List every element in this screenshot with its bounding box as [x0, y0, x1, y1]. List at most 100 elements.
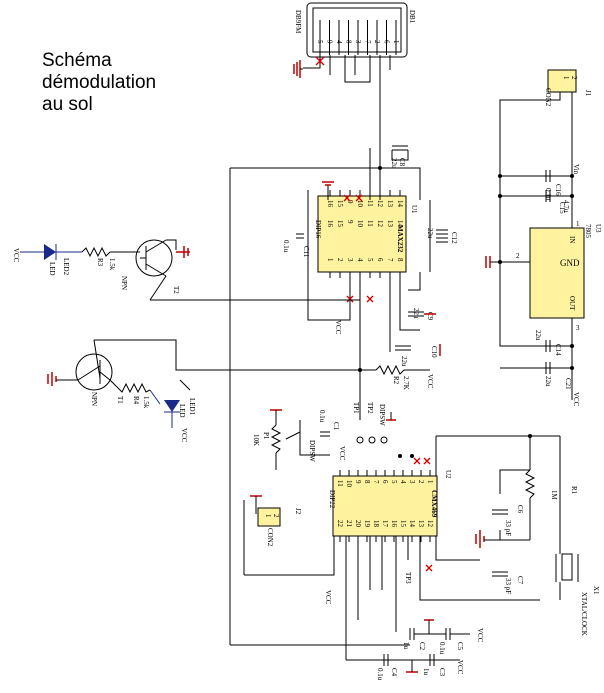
c4-ref: C4: [390, 668, 398, 677]
c5-vcc: VCC: [476, 628, 484, 643]
max232-part: MAX232: [396, 225, 404, 253]
c21-value: 22u: [544, 376, 552, 387]
cmx469-pin: 15: [399, 520, 407, 528]
led1-label: LED: [178, 404, 186, 418]
led2-vcc: VCC: [12, 248, 20, 263]
c6-value: 33 pF: [504, 520, 512, 536]
title-line-2: démodulation: [42, 72, 157, 93]
p1-value: 10K: [252, 434, 260, 446]
t2-type: NPN: [120, 276, 128, 290]
cmx469-pin: 11: [336, 480, 344, 487]
p1-ref: P1: [262, 432, 270, 440]
max232-pin: 6: [376, 258, 384, 262]
cmx469-ref: U2: [444, 470, 452, 479]
reg-out: OUT: [568, 296, 576, 311]
c16-ref: C16: [554, 184, 562, 196]
j2-ref: J2: [294, 508, 302, 515]
c10-value: 22u: [400, 356, 408, 367]
svg-text:1: 1: [576, 220, 580, 228]
resistor-r1: R1 1M: [524, 469, 578, 540]
max232-pin: 1: [326, 258, 334, 262]
db9-pin: 4: [335, 40, 343, 44]
ground-symbol: [293, 60, 303, 78]
c8-value: 22u: [390, 158, 398, 169]
c14-value: 22u: [534, 330, 542, 341]
c5-ref: C5: [456, 642, 464, 651]
c16-value: 4.7u: [562, 200, 570, 213]
cmx469-pin: 10: [345, 480, 353, 488]
r3-ref: R3: [96, 258, 104, 267]
capacitor-c5: C5 0.1u VCC: [430, 628, 484, 655]
c21-ref: C21: [564, 378, 572, 390]
reg-part: 7805: [584, 224, 592, 239]
cmx469-pin: 17: [381, 520, 389, 528]
cmx469-pin: 6: [381, 480, 389, 484]
db9-pin: 7: [364, 40, 372, 44]
vin-label: Vin: [572, 164, 580, 175]
db9-pin: 1: [392, 40, 400, 44]
c9-value: 22u: [412, 308, 420, 319]
cmx469-pin: 16: [390, 520, 398, 528]
max232-pin: 15: [336, 200, 344, 208]
schematic-title: Schéma démodulation au sol: [42, 50, 156, 116]
potentiometer-p1: P1 10K: [252, 409, 301, 470]
max232-vcc-label: VCC: [334, 320, 342, 335]
tp1-label: TP1: [352, 402, 360, 414]
db9-pin: 5: [316, 40, 324, 44]
c10-ref: C10: [430, 346, 438, 358]
led1-ref: LED1: [188, 398, 196, 416]
capacitor-c2: C2 1u: [402, 619, 434, 651]
capacitor-c12: C12 22u: [426, 228, 458, 244]
cmx469-pin: 4: [399, 480, 407, 484]
capacitor-c16: C16 4.7u: [545, 170, 570, 213]
max232-pin: 11: [366, 200, 374, 207]
max232-dip: DIP16: [314, 220, 322, 239]
db9-pin: 2: [373, 40, 381, 44]
cmx469-pin: 3: [408, 480, 416, 484]
reg-in: IN: [568, 236, 576, 243]
max232-row2-pin: 14: [396, 220, 404, 228]
t1-type: NPN: [90, 392, 98, 406]
resistor-r2: R2 2.7K VCC: [360, 364, 434, 390]
svg-text:2: 2: [570, 76, 578, 80]
reg-ref: U3: [594, 224, 602, 233]
reg-gnd: GND: [560, 258, 580, 268]
r2-ref: R2: [392, 376, 400, 385]
c4-value: 0.1u: [376, 668, 384, 681]
capacitor-c21: 22u C21: [544, 362, 572, 390]
max232-row2-pin: 10: [356, 220, 364, 228]
cmx469-pin: 20: [354, 520, 362, 528]
supply-vcc: VCC: [572, 392, 580, 407]
title-line-1: Schéma: [42, 50, 112, 71]
db9-pin: 6: [383, 40, 391, 44]
max232-pin: 4: [356, 258, 364, 262]
c3-vcc: VCC: [456, 660, 464, 675]
c7-value: 33 pF: [504, 578, 512, 594]
svg-text:3: 3: [576, 324, 580, 332]
cmx469-pin: 12: [426, 520, 434, 528]
c2-ref: C2: [418, 642, 426, 651]
cmx469-pin: 1: [426, 480, 434, 484]
cmx469-pin: 8: [363, 480, 371, 484]
r4-value: 1.5k: [142, 396, 150, 409]
t1-ref: T1: [116, 396, 124, 404]
c3-value: 1u: [422, 668, 430, 676]
db9-pin: 8: [345, 40, 353, 44]
t2-ref: T2: [172, 286, 180, 294]
connector-j1: 1 2 J1 CON2: [544, 69, 592, 107]
dipswitch-label: DIPSW: [378, 404, 386, 426]
c12-value: 22u: [426, 228, 434, 239]
led2-label: LED: [48, 262, 56, 276]
c5-value: 0.1u: [438, 642, 446, 655]
capacitor-c4: C4 0.1u: [376, 654, 410, 681]
svg-text:1: 1: [562, 76, 570, 80]
max232-ref: U1: [410, 205, 418, 214]
max232-pin: 9: [346, 200, 354, 204]
capacitor-c15: 0.1u C15: [544, 188, 566, 214]
cmx469-dip: DIP22: [328, 490, 336, 509]
r3-value: 1.5k: [108, 258, 116, 271]
db9-pin: 3: [354, 40, 362, 44]
max232-pin: 7: [386, 258, 394, 262]
